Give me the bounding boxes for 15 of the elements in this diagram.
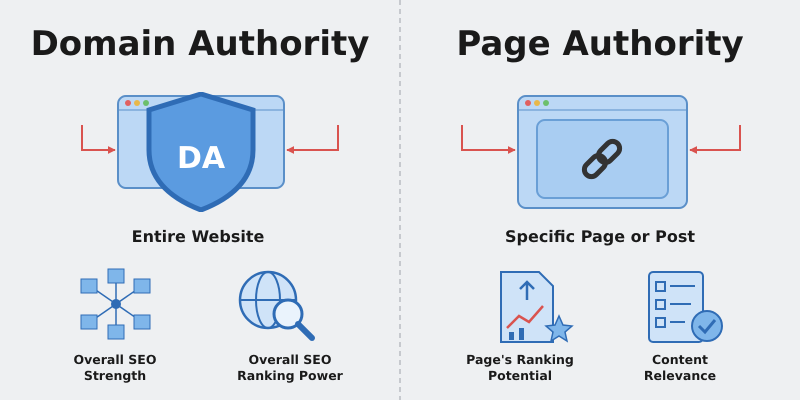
heading: Page Authority <box>455 23 745 66</box>
shield-label: DA <box>176 144 226 174</box>
caption: Entire Website <box>130 227 266 248</box>
shield-browser-drawing <box>115 92 287 212</box>
feature-label: Content Relevance <box>642 352 718 384</box>
heading: Domain Authority <box>30 23 370 66</box>
feature-label: Overall SEO Strength <box>72 352 158 384</box>
arrow <box>689 125 741 154</box>
feature-label: Page's Ranking Potential <box>465 352 575 384</box>
link-browser-drawing <box>515 92 690 212</box>
arrow <box>81 125 116 154</box>
caption: Specific Page or Post <box>504 227 696 248</box>
arrow <box>286 125 339 154</box>
feature-label: Overall SEO Ranking Power <box>236 352 344 384</box>
arrow <box>461 125 516 154</box>
